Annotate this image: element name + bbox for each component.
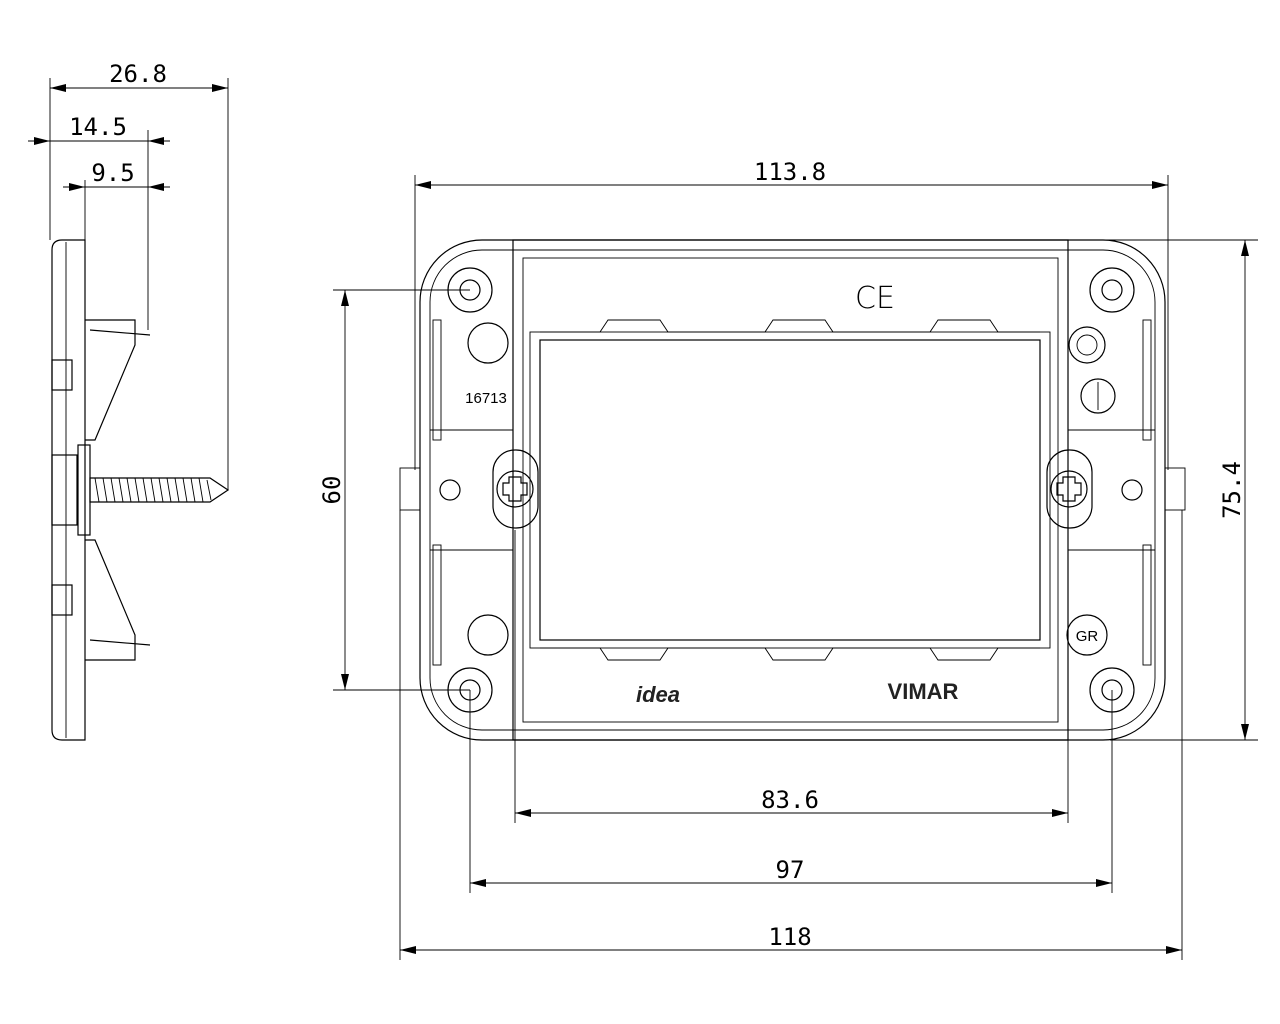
series-logo: idea — [636, 682, 680, 707]
dim-plate-width: 113.8 — [754, 158, 826, 186]
dim-screw-spacing: 83.6 — [761, 786, 819, 814]
dim-hole-spacing-horizontal: 97 — [776, 856, 805, 884]
dim-hole-spacing-vertical: 60 — [318, 476, 346, 505]
side-view: 26.8 14.5 9.5 — [28, 60, 230, 741]
dim-side-depth-small: 9.5 — [91, 159, 134, 187]
dimension-lines: 113.8 75.4 60 83.6 97 118 — [318, 158, 1258, 960]
dim-side-total-depth: 26.8 — [109, 60, 167, 88]
ground-mark: GR — [1076, 628, 1099, 645]
dim-side-depth-mid: 14.5 — [69, 113, 127, 141]
mounting-hole-icon — [1089, 267, 1135, 313]
brand-logo: VIMAR — [888, 679, 959, 704]
quality-mark-icon — [1080, 378, 1116, 414]
part-number: 16713 — [465, 390, 507, 407]
dim-plate-height: 75.4 — [1218, 461, 1246, 519]
screw-head-icon — [1046, 449, 1093, 529]
dim-overall-width: 118 — [768, 923, 811, 951]
certification-mark-icon — [1068, 326, 1106, 364]
ce-mark: CE — [855, 281, 895, 316]
front-view: 16713 CE GR idea VIMAR — [399, 239, 1186, 741]
screw-icon — [89, 477, 230, 503]
screw-head-icon — [492, 449, 539, 529]
